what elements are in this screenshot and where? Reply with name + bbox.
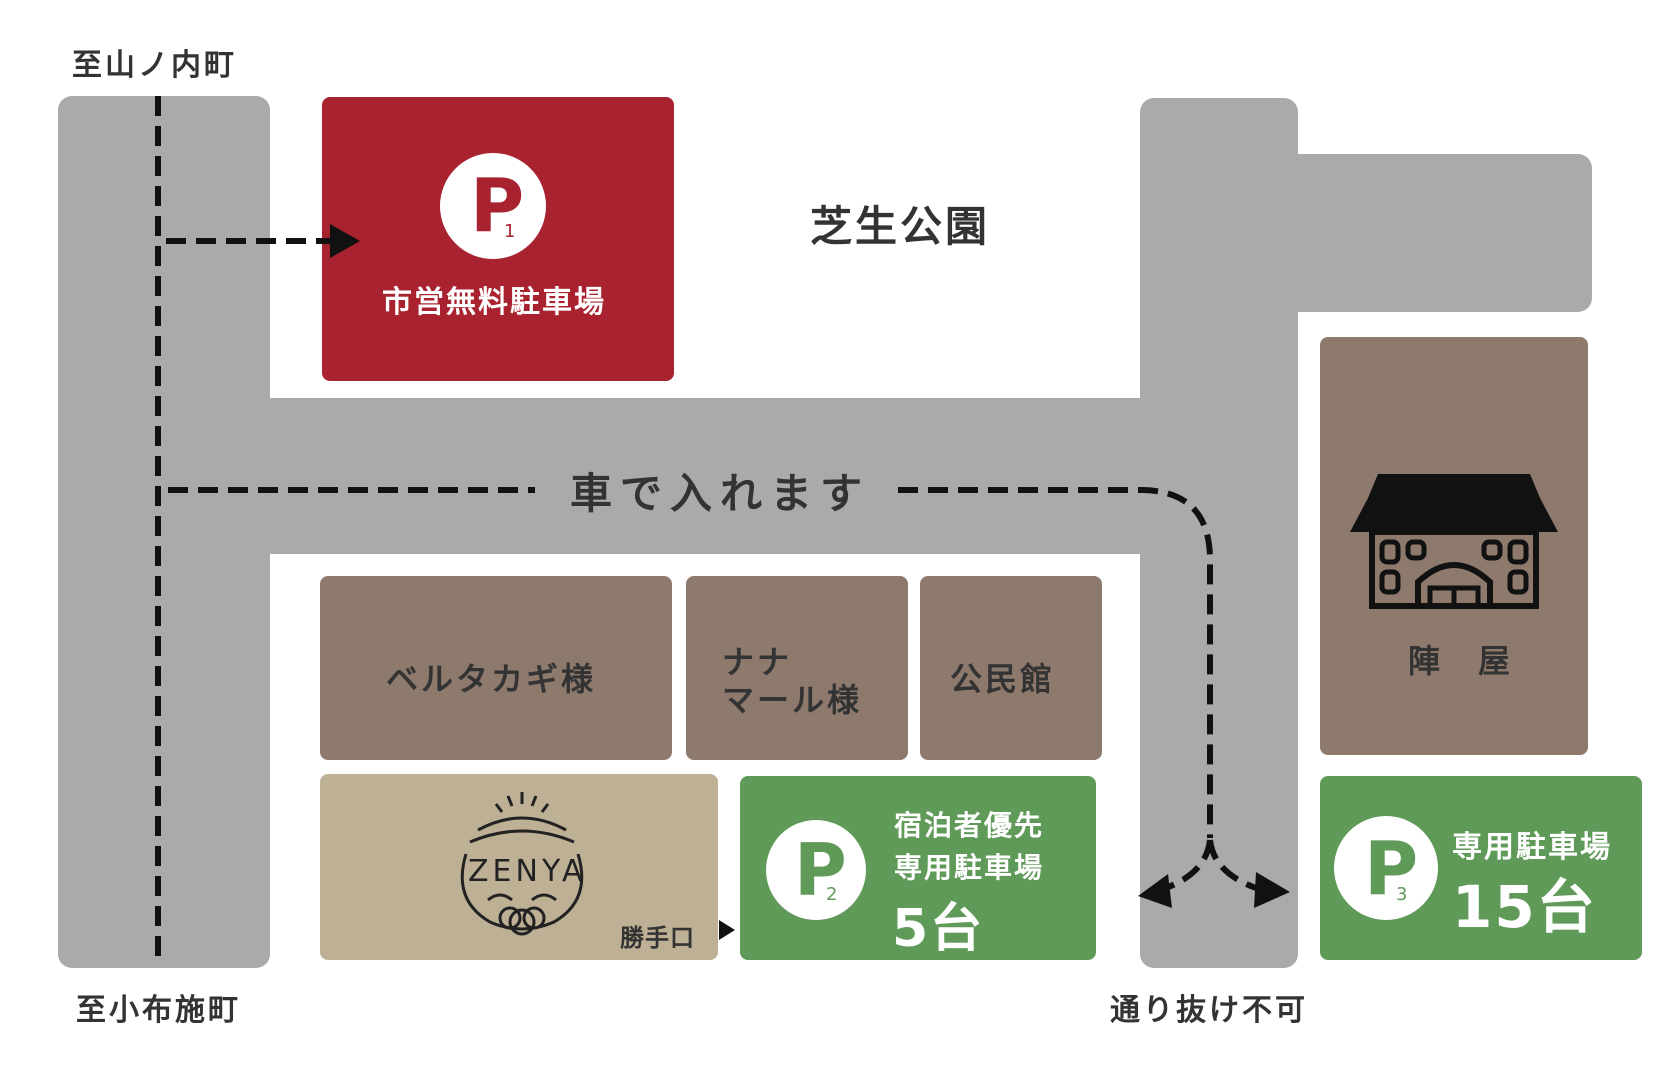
- south-direction-label: 至小布施町: [76, 993, 241, 1028]
- p2-label-line2: 専用駐車場: [894, 851, 1045, 884]
- p2-label-line1: 宿泊者優先: [894, 809, 1045, 842]
- no-through-label: 通り抜け不可: [1110, 993, 1308, 1028]
- nana-building: [686, 576, 908, 760]
- p3-capacity: 15台: [1452, 873, 1597, 941]
- p3-label: 専用駐車場: [1452, 830, 1612, 865]
- north-direction-label: 至山ノ内町: [72, 48, 237, 83]
- p2-capacity: 5台: [892, 899, 985, 959]
- zenya-logo-text: ZENYA: [468, 854, 587, 889]
- side-entrance-label: 勝手口: [620, 924, 695, 952]
- nana-label-line2: マール様: [722, 681, 863, 719]
- northeast-road: [1240, 154, 1592, 312]
- p2-parking-icon: P 2: [766, 820, 866, 920]
- route-label: 車で入れます: [570, 469, 871, 518]
- p1-label: 市営無料駐車場: [382, 285, 606, 320]
- kominkan-label: 公民館: [950, 660, 1056, 698]
- nana-label-line1: ナナ: [722, 643, 793, 681]
- park-label: 芝生公園: [810, 202, 991, 251]
- jinya-building: [1320, 337, 1588, 755]
- p1-parking-icon: P 1: [440, 153, 546, 259]
- p3-parking-icon: P 3: [1334, 816, 1438, 920]
- berutakagi-building: [320, 576, 672, 760]
- side-entrance-arrow-icon: [719, 920, 735, 940]
- berutakagi-label: ベルタカギ様: [386, 660, 597, 698]
- jinya-label: 陣 屋: [1408, 642, 1514, 680]
